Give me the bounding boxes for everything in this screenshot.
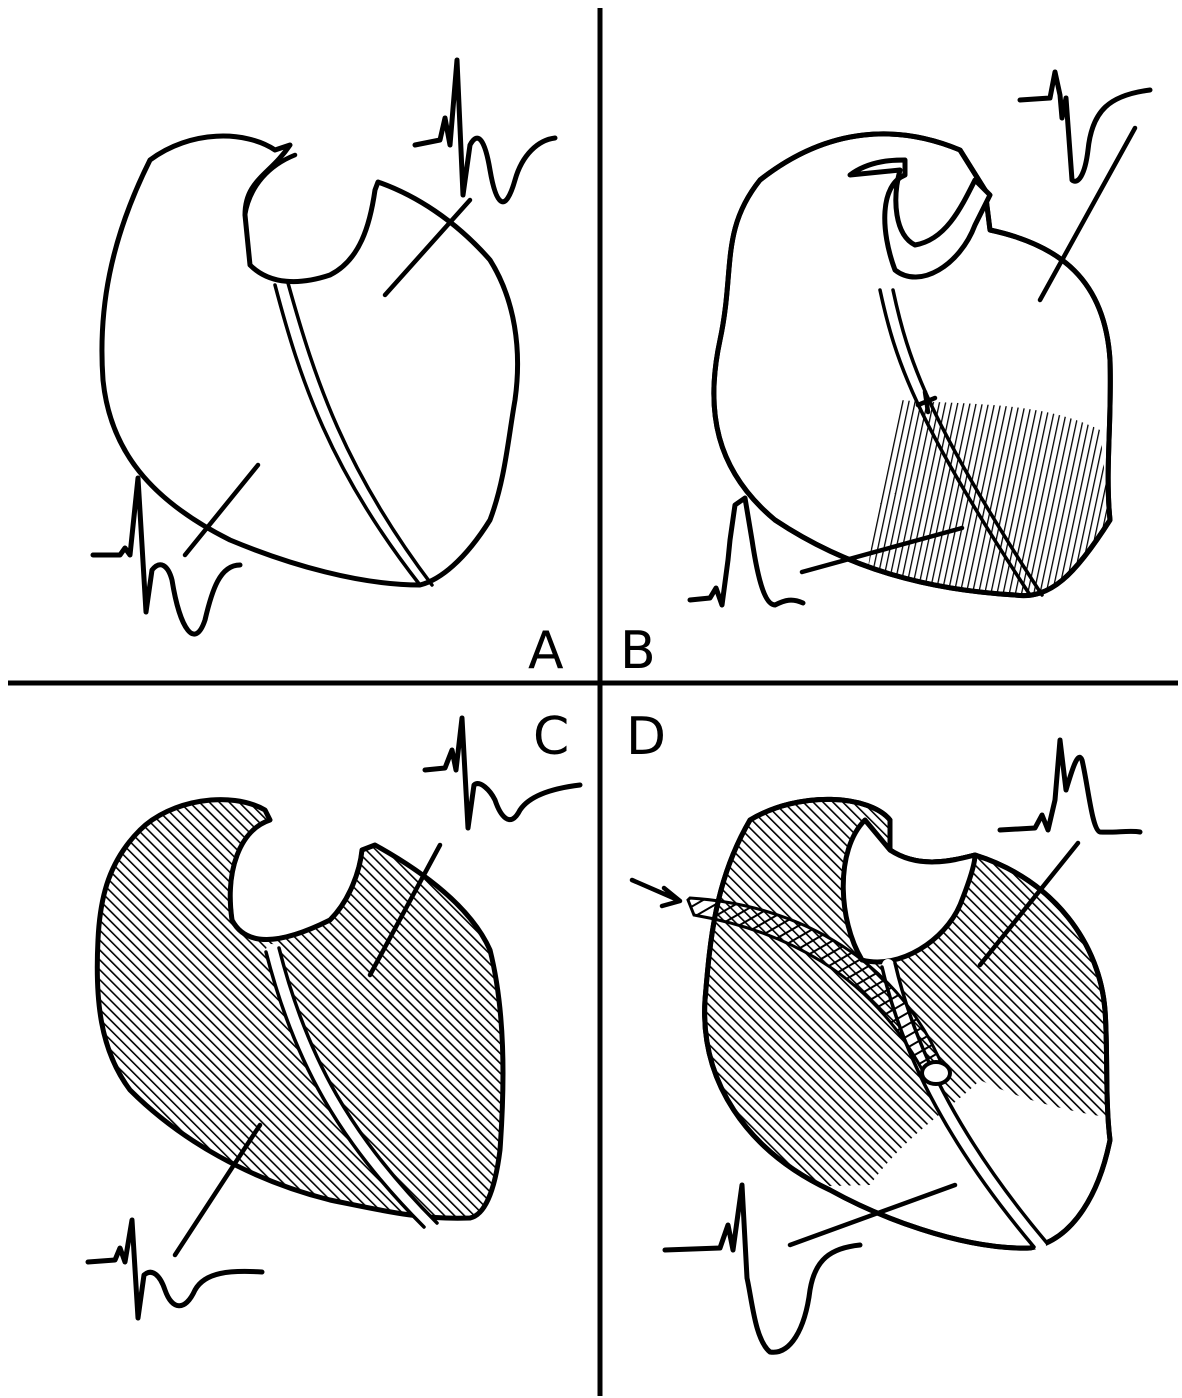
ecg-trace-c-lower <box>88 1220 262 1318</box>
ecg-trace-d-upper <box>1000 740 1140 832</box>
panel-label-d: D <box>626 707 666 767</box>
ecg-trace-a-upper <box>415 60 555 202</box>
panel-c: C <box>88 707 580 1318</box>
panel-b: B <box>620 72 1150 681</box>
panel-label-b: B <box>620 621 656 681</box>
ecg-trace-d-lower <box>665 1185 860 1352</box>
arrow-icon <box>632 880 680 906</box>
heart-outline-c <box>97 800 503 1219</box>
heart-outline-a <box>102 136 518 585</box>
panel-label-a: A <box>528 621 564 681</box>
occlusion-site-d <box>922 1062 950 1084</box>
ecg-trace-b-upper <box>1020 72 1150 181</box>
panel-d: D <box>626 707 1140 1352</box>
panel-label-c: C <box>533 707 569 767</box>
panel-a: A <box>93 60 564 681</box>
